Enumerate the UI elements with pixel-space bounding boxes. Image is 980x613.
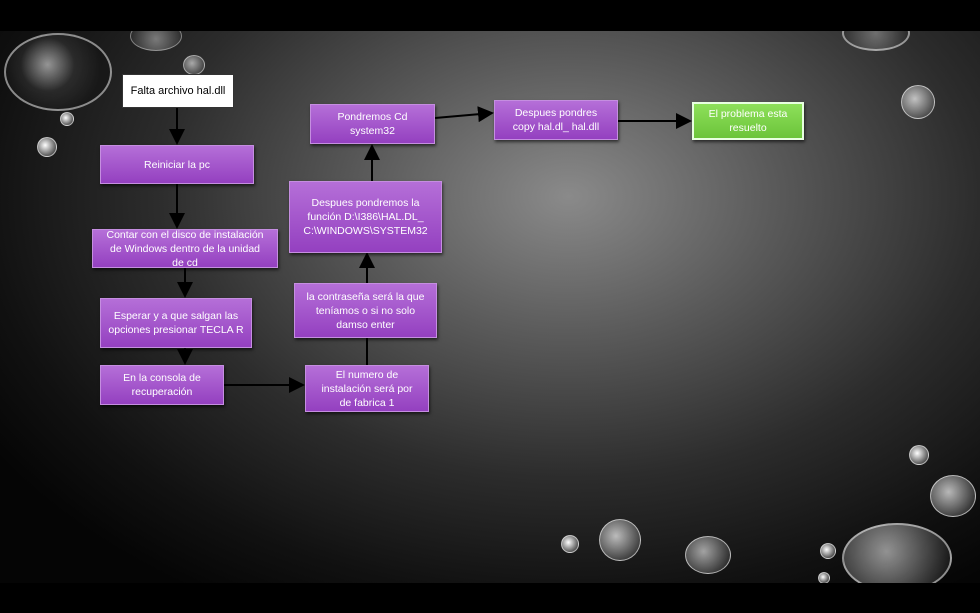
bubble-decoration bbox=[37, 137, 57, 157]
node-cd-system32: Pondremos Cd system32 bbox=[310, 104, 435, 144]
node-label: En la consola de recuperación bbox=[123, 372, 201, 398]
bubble-decoration bbox=[820, 543, 836, 559]
node-label: El numero de instalación será por de fab… bbox=[321, 368, 413, 409]
node-label: Falta archivo hal.dll bbox=[130, 85, 226, 97]
bubble-decoration bbox=[685, 536, 731, 574]
node-press-r: Esperar y a que salgan las opciones pres… bbox=[100, 298, 252, 348]
node-label: El problema esta resuelto bbox=[708, 108, 788, 134]
bubble-decoration bbox=[599, 519, 641, 561]
node-password: la contraseña será la que teníamos o si … bbox=[294, 283, 437, 338]
node-label: la contraseña será la que teníamos o si … bbox=[306, 290, 425, 331]
node-copy-function: Despues pondremos la función D:\I386\HAL… bbox=[289, 181, 442, 253]
bubble-decoration bbox=[842, 523, 952, 583]
bubble-decoration bbox=[901, 85, 935, 119]
node-label: Despues pondres copy hal.dl_ hal.dll bbox=[512, 107, 600, 133]
node-missing-hal-dll: Falta archivo hal.dll bbox=[122, 74, 234, 108]
node-label: Pondremos Cd system32 bbox=[337, 111, 408, 137]
node-label: Despues pondremos la función D:\I386\HAL… bbox=[303, 197, 428, 237]
node-label: Reiniciar la pc bbox=[144, 158, 210, 171]
arrow-n9-n10 bbox=[434, 106, 494, 123]
node-install-disk: Contar con el disco de instalación de Wi… bbox=[92, 228, 278, 269]
bubble-decoration bbox=[60, 112, 74, 126]
node-label: Esperar y a que salgan las opciones pres… bbox=[108, 310, 244, 336]
bubble-decoration bbox=[561, 535, 579, 553]
node-recovery-console: En la consola de recuperación bbox=[100, 365, 224, 405]
node-label: Contar con el disco de instalación de Wi… bbox=[106, 228, 264, 269]
bubble-decoration bbox=[818, 572, 830, 583]
bubble-decoration bbox=[930, 475, 976, 517]
node-restart-pc: Reiniciar la pc bbox=[100, 145, 254, 184]
slide-canvas: Falta archivo hal.dll Reiniciar la pc Co… bbox=[0, 31, 980, 583]
connector-arrows bbox=[169, 106, 692, 393]
node-problem-solved: El problema esta resuelto bbox=[692, 102, 804, 140]
bubble-decoration bbox=[909, 445, 929, 465]
node-copy-hal: Despues pondres copy hal.dl_ hal.dll bbox=[494, 100, 618, 140]
node-install-number: El numero de instalación será por de fab… bbox=[305, 365, 429, 412]
bubble-decoration bbox=[4, 33, 112, 111]
